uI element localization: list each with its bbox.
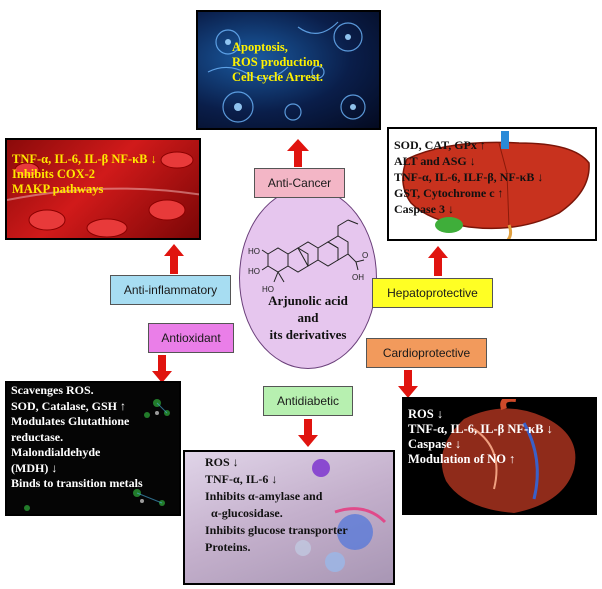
chem-ho-3: HO: [262, 285, 274, 294]
antidiabetic-line-2: TNF-α, IL-6 ↓: [205, 472, 278, 486]
antioxidant-line-5: Malondialdehyde: [11, 445, 101, 459]
arrow-to-antidiabetic: [298, 419, 318, 447]
label-antioxidant: Antioxidant: [148, 323, 234, 353]
center-line-1: Arjunolic acid: [268, 293, 348, 308]
arrow-to-cardioprotective: [398, 370, 418, 398]
molecules-image: [24, 399, 170, 511]
center-line-3: its derivatives: [269, 327, 347, 342]
antiinflammatory-line-1: TNF-α, IL-6, IL-β NF-κB ↓: [12, 152, 157, 166]
antiinflammatory-line-3: MAKP pathways: [12, 182, 104, 196]
center-compound-ellipse: HO HO HO OH O Arjunolic acid and its der…: [239, 187, 377, 369]
hepatoprotective-line-4: GST, Cytochrome c ↑: [394, 186, 504, 200]
panel-anticancer: Apoptosis, ROS production, Cell cycle Ar…: [196, 10, 381, 130]
panel-antiinflammatory: TNF-α, IL-6, IL-β NF-κB ↓ Inhibits COX-2…: [5, 138, 201, 240]
antioxidant-line-4: reductase.: [11, 429, 64, 444]
anticancer-line-1: Apoptosis,: [232, 40, 288, 54]
antioxidant-line-1: Scavenges ROS.: [11, 383, 94, 397]
antidiabetic-line-3: Inhibits α-amylase and: [205, 489, 323, 503]
label-anticancer: Anti-Cancer: [254, 168, 345, 198]
arrow-to-anticancer: [287, 139, 309, 167]
hepatoprotective-line-2: ALT and ASG ↓: [394, 154, 476, 168]
antidiabetic-line-4: α-glucosidase.: [211, 506, 283, 520]
chem-ho-2: HO: [248, 267, 260, 276]
antidiabetic-line-6: Proteins.: [205, 540, 251, 554]
cancer-cells-image: [207, 21, 366, 123]
panel-antioxidant: Scavenges ROS. SOD, Catalase, GSH ↑ Modu…: [5, 381, 181, 516]
antioxidant-line-3: Modulates Glutathione: [11, 414, 130, 428]
antidiabetic-line-5: Inhibits glucose transporter: [205, 523, 348, 537]
antidiabetic-line-1: ROS ↓: [205, 455, 239, 469]
insulin-cells-image: [295, 459, 387, 572]
liver-image: [402, 131, 590, 239]
arrow-to-antioxidant: [152, 355, 172, 383]
antioxidant-line-6: (MDH) ↓: [11, 460, 58, 475]
cardioprotective-line-4: Modulation of NO ↑: [408, 452, 516, 466]
panel-cardioprotective: ROS ↓ TNF-α, IL-6, IL-β NF-κB ↓ Caspase …: [402, 397, 597, 515]
arrow-to-hepatoprotective: [428, 246, 448, 276]
cardioprotective-line-3: Caspase ↓: [408, 437, 462, 451]
anticancer-line-3: Cell cycle Arrest.: [232, 70, 324, 84]
chem-ho-1: HO: [248, 247, 260, 256]
cardioprotective-line-2: TNF-α, IL-6, IL-β NF-κB ↓: [408, 422, 553, 436]
blood-cells-image: [7, 151, 199, 238]
label-hepatoprotective: Hepatoprotective: [372, 278, 493, 308]
cardioprotective-line-1: ROS ↓: [408, 407, 444, 421]
label-antidiabetic: Antidiabetic: [263, 386, 353, 416]
chem-oh: OH: [352, 273, 364, 282]
panel-hepatoprotective: SOD, CAT, GPx ↑ ALT and ASG ↓ TNF-α, IL-…: [387, 127, 597, 241]
center-title: Arjunolic acid and its derivatives: [240, 292, 376, 343]
antioxidant-line-2: SOD, Catalase, GSH ↑: [11, 398, 127, 413]
label-cardioprotective: Cardioprotective: [366, 338, 487, 368]
panel-antidiabetic: ROS ↓ TNF-α, IL-6 ↓ Inhibits α-amylase a…: [183, 450, 395, 585]
label-antiinflammatory: Anti-inflammatory: [110, 275, 231, 305]
antiinflammatory-line-2: Inhibits COX-2: [12, 167, 96, 181]
hepatoprotective-line-5: Caspase 3 ↓: [394, 202, 455, 216]
arrow-to-antiinflammatory: [164, 244, 184, 274]
hepatoprotective-line-3: TNF-α, IL-6, ILF-β, NF-κB ↓: [394, 170, 544, 184]
anticancer-line-2: ROS production,: [232, 55, 323, 69]
antioxidant-line-7: Binds to transition metals: [11, 476, 143, 490]
chem-o: O: [362, 251, 368, 260]
heart-image: [441, 399, 576, 513]
arjunolic-acid-structure-icon: HO HO HO OH O: [248, 219, 368, 294]
center-line-2: and: [297, 310, 319, 325]
hepatoprotective-line-1: SOD, CAT, GPx ↑: [394, 138, 486, 152]
